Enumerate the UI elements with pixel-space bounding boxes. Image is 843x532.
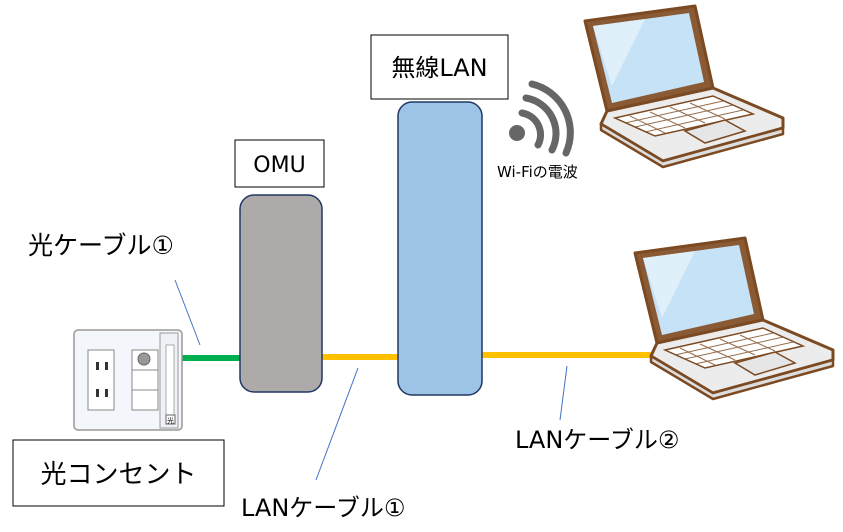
omu-label: OMU — [253, 153, 305, 178]
wireless-router — [397, 101, 483, 396]
lan-cable-1-label: LANケーブル① — [241, 494, 405, 522]
leader-line-lan1 — [315, 367, 359, 481]
router-label-box — [370, 34, 509, 100]
leader-line-fiber — [174, 279, 201, 346]
outlet-mark: 光 — [167, 416, 174, 425]
outlet-label: 光コンセント — [40, 460, 196, 490]
lan-cable-2-label: LANケーブル② — [515, 426, 679, 454]
fiber-port — [137, 352, 151, 366]
optical-outlet: 光 — [73, 329, 183, 431]
laptop-wired — [633, 236, 835, 401]
omu-label-box — [234, 139, 325, 188]
outlet-label-box — [12, 439, 225, 507]
router-label: 無線LAN — [391, 54, 487, 82]
omu-device — [239, 194, 323, 393]
wifi-label: Wi-Fiの電波 — [497, 163, 578, 181]
leader-line-lan2 — [559, 365, 568, 421]
fiber-cable-label: 光ケーブル① — [28, 231, 174, 260]
wifi-signal-icon — [509, 80, 574, 157]
laptop-wireless — [583, 4, 785, 169]
